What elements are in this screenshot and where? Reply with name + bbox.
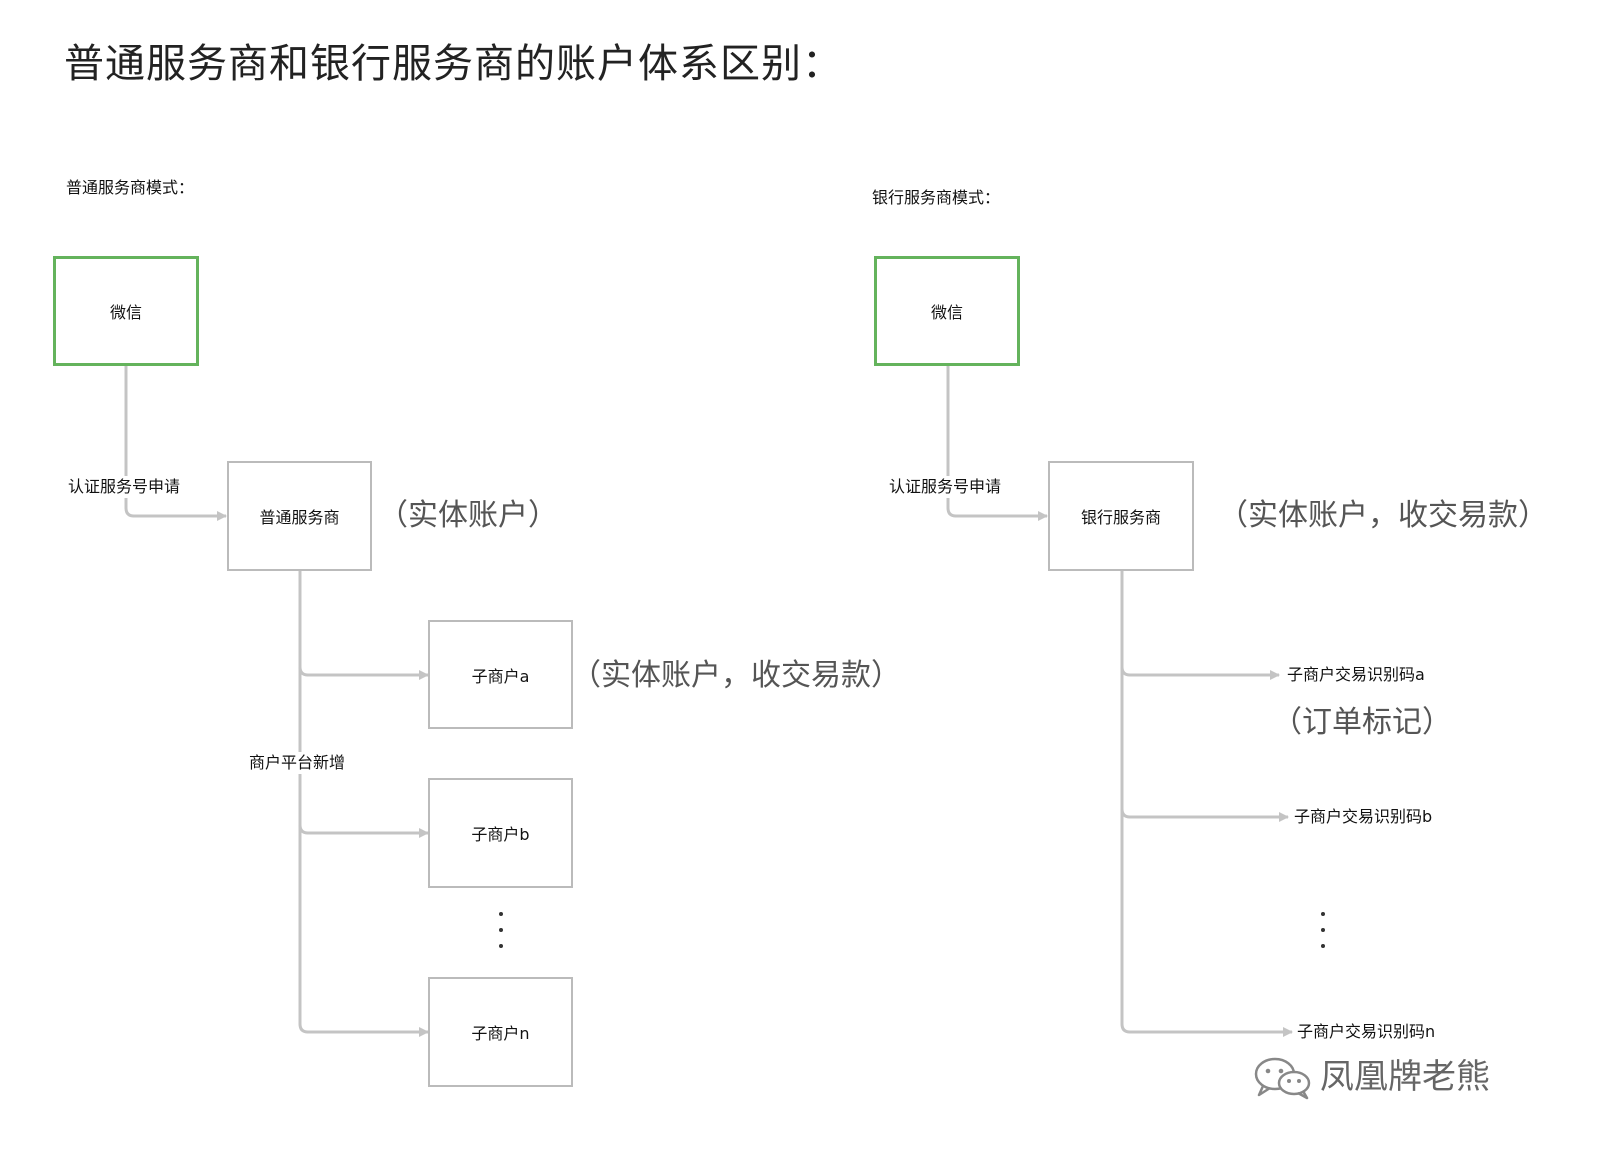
trade-code-n: 子商户交易识别码n	[1297, 1022, 1436, 1041]
connector-to-code-n	[1120, 1023, 1293, 1037]
ellipsis-vertical-left	[498, 912, 504, 948]
connector-to-sub-merchant-n	[298, 1023, 429, 1037]
ellipsis-vertical-right	[1320, 912, 1326, 948]
section-label-bank: 银行服务商模式：	[872, 188, 1001, 207]
trade-code-note: （订单标记）	[1272, 705, 1452, 740]
bank-provider-note: （实体账户，收交易款）	[1218, 498, 1548, 533]
sub-merchant-a-box: 子商户a	[428, 620, 573, 729]
connector-wechat-to-provider-left	[124, 366, 227, 521]
watermark-text: 凤凰牌老熊	[1320, 1057, 1490, 1097]
wechat-icon	[1254, 1057, 1311, 1100]
wechat-box-right: 微信	[874, 256, 1020, 366]
ordinary-provider-note: （实体账户）	[378, 498, 558, 533]
watermark: 凤凰牌老熊	[1252, 1054, 1490, 1100]
ordinary-provider-box: 普通服务商	[227, 461, 372, 571]
trade-code-a: 子商户交易识别码a	[1287, 665, 1425, 684]
connector-to-sub-merchant-a	[298, 666, 429, 680]
sub-merchant-n-box: 子商户n	[428, 977, 573, 1087]
connector-to-code-b	[1120, 808, 1289, 822]
sub-merchant-note: （实体账户，收交易款）	[571, 658, 901, 693]
trade-code-b: 子商户交易识别码b	[1294, 807, 1433, 826]
edge-label-auth-right: 认证服务号申请	[887, 476, 1004, 498]
connector-wechat-to-provider-right	[946, 366, 1048, 521]
connector-to-code-a	[1120, 666, 1280, 680]
bank-provider-box: 银行服务商	[1048, 461, 1194, 571]
edge-label-platform: 商户平台新增	[247, 752, 348, 774]
wechat-box-left: 微信	[53, 256, 199, 366]
edge-label-auth-left: 认证服务号申请	[66, 476, 183, 498]
page-title: 普通服务商和银行服务商的账户体系区别：	[64, 41, 843, 87]
section-label-ordinary: 普通服务商模式：	[66, 178, 195, 197]
sub-merchant-b-box: 子商户b	[428, 778, 573, 888]
connector-to-sub-merchant-b	[298, 824, 429, 838]
